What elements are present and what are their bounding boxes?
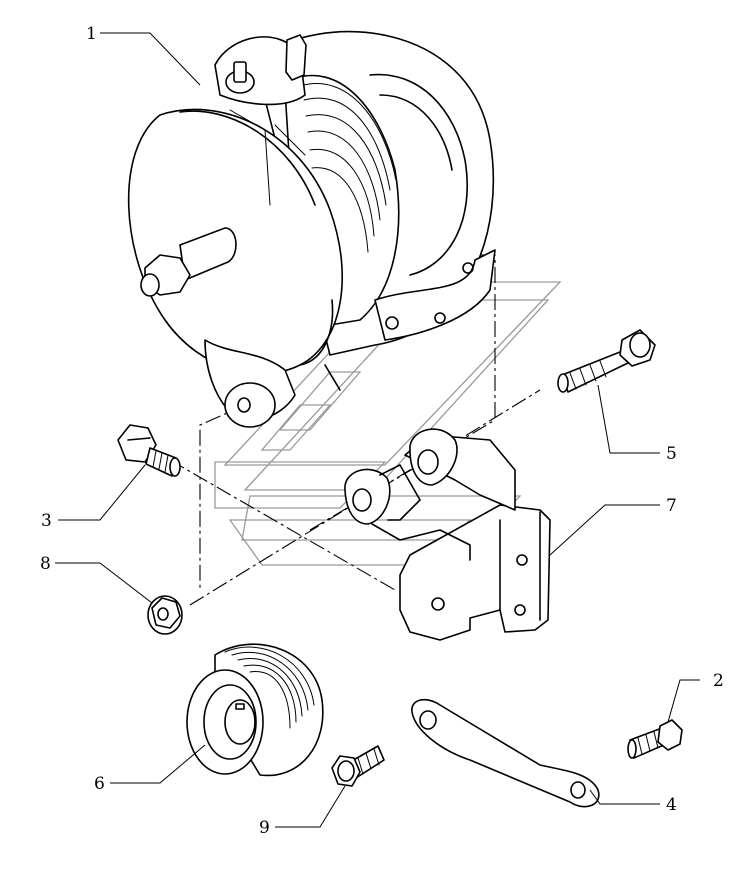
callout-6: 6 (94, 774, 105, 794)
callout-labels: 1 2 3 4 5 6 7 8 9 (40, 24, 724, 838)
callout-2: 2 (713, 671, 724, 691)
alternator (127, 30, 496, 428)
hex-bolt (117, 424, 181, 477)
callout-4: 4 (666, 795, 677, 815)
pulley (186, 643, 324, 777)
callout-7: 7 (666, 496, 677, 516)
mounting-bracket (344, 428, 551, 641)
leader-lines (55, 32, 700, 828)
callout-3: 3 (41, 511, 52, 531)
callout-1: 1 (86, 24, 97, 44)
callout-8: 8 (40, 554, 51, 574)
short-bolt (627, 719, 683, 759)
adjustment-link (411, 698, 600, 808)
link-bolt (331, 745, 385, 787)
callout-5: 5 (666, 444, 677, 464)
flange-nut (147, 595, 183, 635)
callout-9: 9 (259, 818, 270, 838)
long-bolt (557, 329, 656, 393)
